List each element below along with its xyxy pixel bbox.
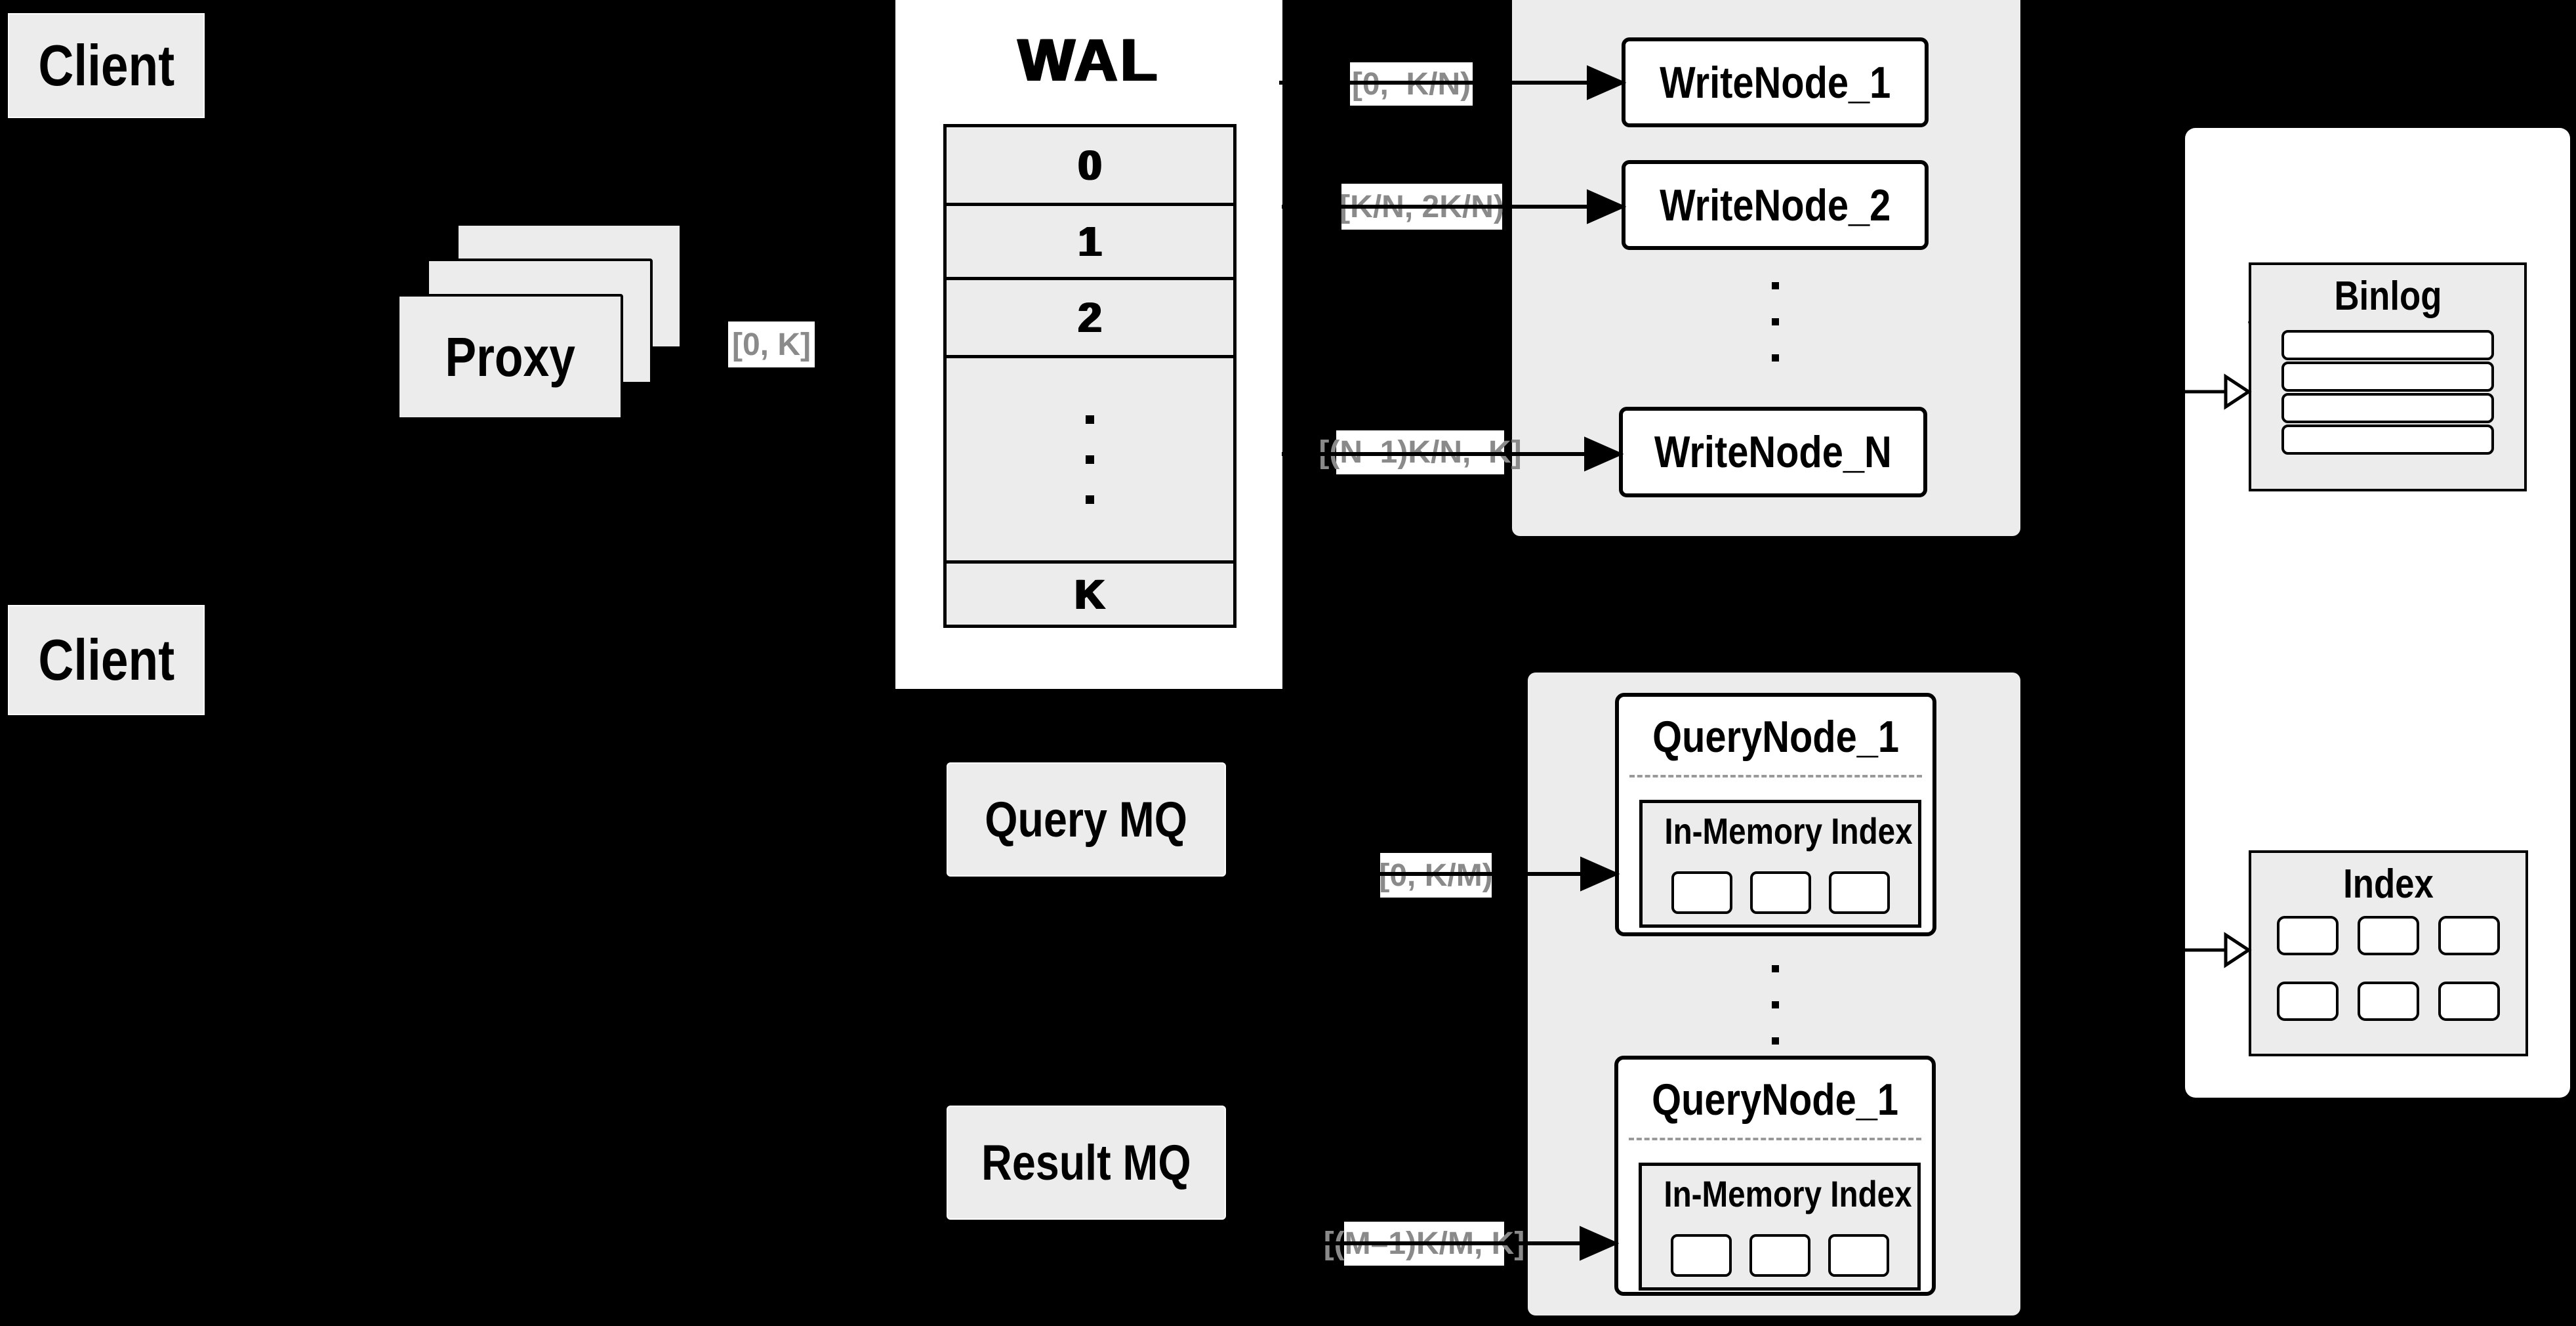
vertical-ellipsis-icon [1772, 951, 1779, 1059]
proxy-box: Proxy [397, 294, 623, 420]
index-cell [2358, 982, 2419, 1021]
index-segments [1642, 1234, 1917, 1277]
vertical-ellipsis-icon [1772, 268, 1779, 376]
vertical-ellipsis-icon [1086, 400, 1094, 520]
in-memory-index-title: In-Memory Index [1664, 1173, 1912, 1214]
wal-panel: WAL 0 1 2 K [895, 0, 1282, 689]
segment-cell [1670, 1234, 1732, 1277]
query-mq-label: Query MQ [985, 791, 1188, 848]
in-memory-index-box: In-Memory Index [1639, 1163, 1921, 1291]
index-cell [2277, 916, 2339, 955]
wal-table: 0 1 2 K [943, 124, 1237, 628]
wal-row-2: 2 [947, 280, 1233, 358]
range-label-query-last: [(M–1)K/M, K] [1324, 1222, 1524, 1266]
wal-row-0: 0 [947, 127, 1233, 206]
client-box-top: Client [8, 13, 205, 118]
dashed-separator [1629, 775, 1922, 777]
write-node-2-label: WriteNode_2 [1659, 180, 1891, 230]
write-node-n-box: WriteNode_N [1619, 407, 1927, 497]
index-cell [2438, 916, 2500, 955]
index-cell [2277, 982, 2339, 1021]
index-segments [1643, 871, 1918, 914]
index-cells [2251, 916, 2525, 1021]
query-node-top-title: QueryNode_1 [1652, 712, 1899, 762]
client-top-label: Client [38, 33, 174, 98]
query-mq-box: Query MQ [947, 762, 1226, 877]
proxy-label: Proxy [445, 325, 575, 388]
write-node-1-label: WriteNode_1 [1659, 57, 1891, 108]
index-cell [2438, 982, 2500, 1021]
binlog-rows [2281, 330, 2494, 456]
query-node-bottom-box: QueryNode_1 In-Memory Index [1614, 1056, 1936, 1296]
range-label-query-first: [0, K/M) [1379, 853, 1493, 898]
in-memory-index-title: In-Memory Index [1664, 810, 1913, 852]
client-box-bottom: Client [8, 605, 205, 715]
segment-cell [1828, 1234, 1889, 1277]
wal-row-1: 1 [947, 206, 1233, 280]
query-node-bottom-title: QueryNode_1 [1652, 1075, 1898, 1125]
store-engine-panel: Store Engine Binlog Index [2185, 128, 2570, 1098]
range-label-write-1: [0, K/N) [1350, 62, 1473, 106]
range-label-proxy-out: [0, K] [728, 321, 815, 367]
binlog-row [2281, 393, 2494, 423]
wal-title: WAL [1017, 27, 1160, 94]
binlog-box: Binlog [2249, 262, 2527, 491]
wal-row-k: K [947, 564, 1233, 625]
binlog-row [2281, 330, 2494, 360]
index-box: Index [2249, 850, 2528, 1056]
query-node-panel: QueryNode_1 In-Memory Index QueryNode_1 … [1528, 673, 2020, 1316]
index-title: Index [2343, 861, 2434, 907]
dashed-separator [1629, 1138, 1921, 1140]
client-bottom-label: Client [38, 627, 174, 692]
segment-cell [1671, 871, 1732, 914]
range-label-write-n: [(N–1)K/N, K] [1319, 430, 1522, 474]
binlog-title: Binlog [2334, 274, 2442, 319]
write-node-1-box: WriteNode_1 [1622, 37, 1929, 127]
result-mq-label: Result MQ [981, 1134, 1191, 1191]
result-mq-box: Result MQ [947, 1106, 1226, 1220]
segment-cell [1828, 871, 1890, 914]
binlog-row [2281, 362, 2494, 392]
range-label-write-2: [K/N, 2K/N) [1339, 184, 1504, 230]
wal-row-ellipsis [947, 358, 1233, 564]
query-node-top-box: QueryNode_1 In-Memory Index [1615, 693, 1936, 936]
in-memory-index-box: In-Memory Index [1639, 800, 1921, 928]
write-node-panel: WriteNode_1 WriteNode_2 WriteNode_N [1512, 0, 2020, 536]
write-node-n-label: WriteNode_N [1654, 427, 1892, 477]
index-cell [2358, 916, 2419, 955]
binlog-row [2281, 425, 2494, 455]
segment-cell [1749, 871, 1811, 914]
write-node-2-box: WriteNode_2 [1622, 160, 1929, 250]
segment-cell [1749, 1234, 1810, 1277]
